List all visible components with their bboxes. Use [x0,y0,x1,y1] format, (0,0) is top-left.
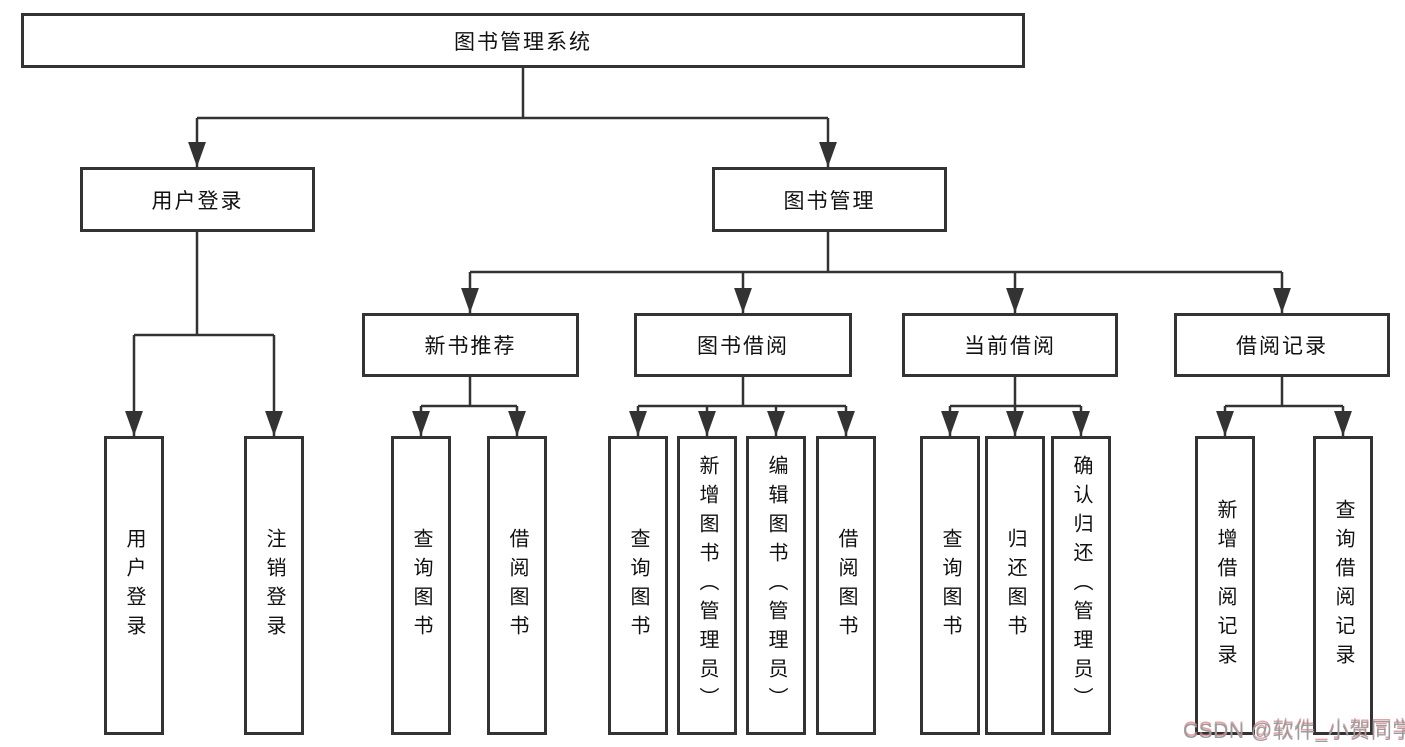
leaf-user-login-label: 用户登录 [123,527,145,644]
leaf-add-borrow-record-label: 新增借阅记录 [1214,498,1236,673]
trunk-book-borrow [638,377,846,408]
leaf-query-books-borrow-label: 查询图书 [627,527,649,644]
leaf-logout: 注销登录 [244,436,304,735]
leaf-add-books-admin: 新增图书（管理员） [677,436,737,735]
leaf-query-books-recommend: 查询图书 [391,436,451,735]
csdn-watermark: CSDN @软件_小贺同学 [1183,720,1405,743]
node-library-management-system: 图书管理系统 [21,13,1025,68]
node-book-management: 图书管理 [712,167,947,232]
node-user-login: 用户登录 [80,167,315,232]
leaf-user-login: 用户登录 [104,436,164,735]
leaf-logout-label: 注销登录 [263,527,285,644]
leaf-borrow-books-recommend: 借阅图书 [487,436,547,735]
trunk-root [197,68,828,120]
node-book-borrowing: 图书借阅 [634,313,852,377]
leaf-edit-books-admin: 编辑图书（管理员） [746,436,806,735]
leaf-add-borrow-record: 新增借阅记录 [1195,436,1255,735]
leaf-borrow-books: 借阅图书 [816,436,876,735]
trunk-new-book-rec [421,377,517,408]
trunk-user-login [134,232,274,337]
leaf-query-borrow-record: 查询借阅记录 [1313,436,1373,735]
leaf-query-borrow-record-label: 查询借阅记录 [1332,498,1354,673]
leaf-borrow-books-recommend-label: 借阅图书 [506,527,528,644]
leaf-add-books-admin-label: 新增图书（管理员） [696,455,718,716]
node-borrowing-records: 借阅记录 [1174,313,1390,377]
node-current-borrowing: 当前借阅 [902,313,1118,377]
leaf-confirm-return-admin-label: 确认归还（管理员） [1070,455,1092,716]
leaf-query-books-borrow: 查询图书 [608,436,668,735]
leaf-query-books-recommend-label: 查询图书 [410,527,432,644]
trunk-book-mgmt [470,232,1282,274]
leaf-edit-books-admin-label: 编辑图书（管理员） [765,455,787,716]
leaf-return-books-label: 归还图书 [1004,527,1026,644]
trunk-current-borrow [950,377,1081,408]
leaf-borrow-books-label: 借阅图书 [835,527,857,644]
trunk-borrow-records [1225,377,1343,408]
leaf-query-books-current: 查询图书 [920,436,980,735]
leaf-return-books: 归还图书 [985,436,1045,735]
leaf-confirm-return-admin: 确认归还（管理员） [1051,436,1111,735]
node-new-book-recommend: 新书推荐 [362,313,579,377]
leaf-query-books-current-label: 查询图书 [939,527,961,644]
